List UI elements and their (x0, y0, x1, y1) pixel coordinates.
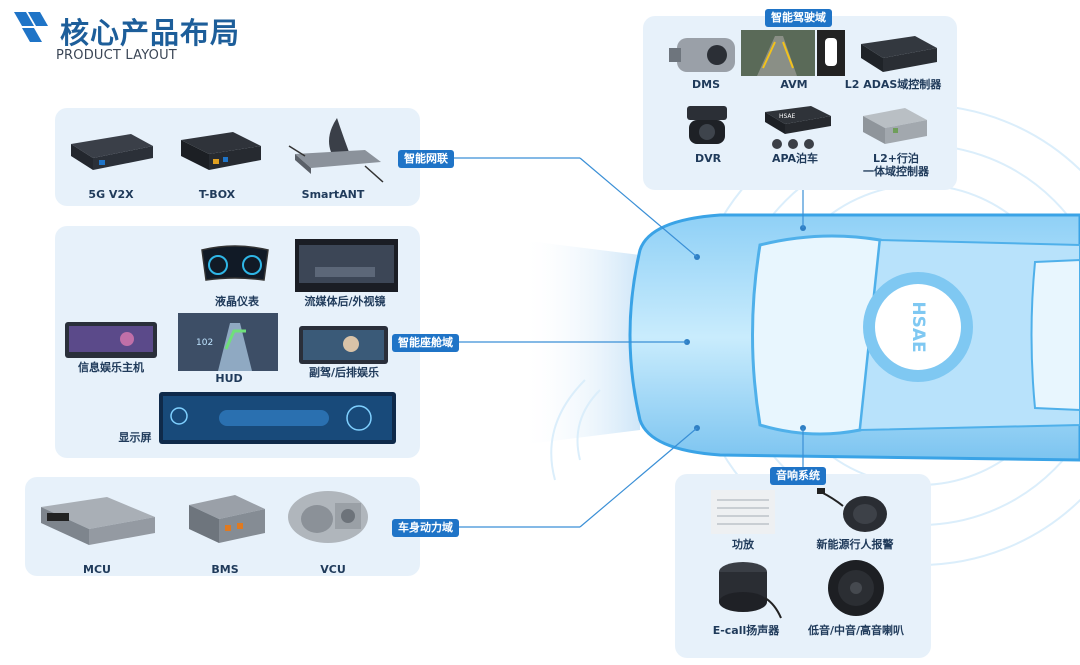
item-pedestrian-alert: 新能源行人报警 (816, 538, 894, 551)
apa-parking-icon: HSAE (765, 106, 831, 149)
instrument-cluster-icon (201, 245, 269, 281)
tag-audio: 音响系统 (770, 467, 826, 485)
tag-adas: 智能驾驶域 (765, 9, 832, 27)
panel-audio: 功放 新能源行人报警 E-call扬声器 低音/中音/高音喇叭 (675, 474, 931, 658)
item-dvr: DVR (694, 152, 722, 165)
panel-cockpit: 液晶仪表 流媒体后/外视镜 信息娱乐主机 102 HUD 副驾/后排娱乐 显示屏 (55, 226, 420, 458)
emblem-inner (875, 284, 961, 370)
infotainment-unit-icon (65, 322, 157, 358)
item-display-screen: 显示屏 (118, 431, 152, 444)
car-windshield (751, 234, 882, 436)
item-l2-plus-line2: 一体域控制器 (863, 165, 929, 178)
amplifier-icon (711, 490, 775, 534)
panel-adas: DMS AVM L2 ADAS域控制器 DVR HSAE APA泊车 L2+行泊… (643, 16, 957, 190)
vcu-unit-icon (288, 491, 368, 543)
rear-entertainment-icon (299, 326, 388, 364)
tag-connectivity: 智能网联 (398, 150, 454, 168)
display-screen-icon (159, 392, 396, 444)
item-l2-plus-line1: L2+行泊 (873, 152, 919, 165)
panel-connectivity: 5G V2X T-BOX SmartANT (55, 108, 420, 206)
item-avm: AVM (780, 78, 808, 91)
item-smartant: SmartANT (301, 188, 365, 201)
svg-text:HSAE: HSAE (779, 113, 796, 120)
item-amplifier: 功放 (732, 538, 754, 551)
panel-powertrain: MCU BMS VCU (25, 477, 420, 576)
item-rear-entertainment: 副驾/后排娱乐 (308, 366, 380, 379)
dvr-camera-icon (687, 106, 727, 144)
adas-controller-icon (861, 36, 937, 72)
headlight-beam (520, 240, 640, 445)
page-subtitle: PRODUCT LAYOUT (56, 48, 177, 63)
smartant-antenna-icon (288, 118, 384, 183)
pedestrian-alert-icon (817, 488, 887, 532)
item-l2-adas: L2 ADAS域控制器 (844, 78, 942, 91)
streaming-mirror-icon (295, 239, 398, 292)
woofer-speaker-icon (828, 560, 884, 616)
item-apa: APA泊车 (771, 152, 819, 165)
tag-powertrain: 车身动力域 (392, 519, 459, 537)
item-dms: DMS (692, 78, 720, 91)
item-tbox: T-BOX (198, 188, 236, 201)
avm-view-icon (741, 30, 845, 76)
item-lcd-cluster: 液晶仪表 (215, 295, 259, 308)
item-ecall-speaker: E-call扬声器 (712, 624, 780, 637)
mcu-controller-icon (41, 497, 155, 545)
svg-text:102: 102 (196, 338, 213, 348)
v2x-module-icon (71, 134, 153, 170)
item-mcu: MCU (83, 563, 111, 576)
tbox-module-icon (181, 132, 261, 170)
tag-cockpit: 智能座舱域 (392, 334, 459, 352)
dms-camera-icon (669, 38, 735, 72)
item-woofer-speaker: 低音/中音/高音喇叭 (807, 624, 905, 637)
item-5g-v2x: 5G V2X (88, 188, 134, 201)
car-rear-window (1030, 258, 1080, 412)
ecall-speaker-icon (719, 562, 782, 619)
item-vcu: VCU (320, 563, 346, 576)
item-bms: BMS (211, 563, 239, 576)
hud-icon: 102 (178, 313, 278, 371)
brand-logo-icon (14, 12, 48, 42)
emblem-text: HSAE (908, 301, 928, 352)
item-hud: HUD (215, 372, 243, 385)
item-streaming-mirror: 流媒体后/外视镜 (304, 295, 386, 308)
page-title: 核心产品布局 (60, 16, 241, 50)
bms-module-icon (189, 495, 265, 543)
l2-plus-controller-icon (863, 108, 927, 144)
item-infotainment: 信息娱乐主机 (78, 361, 144, 374)
